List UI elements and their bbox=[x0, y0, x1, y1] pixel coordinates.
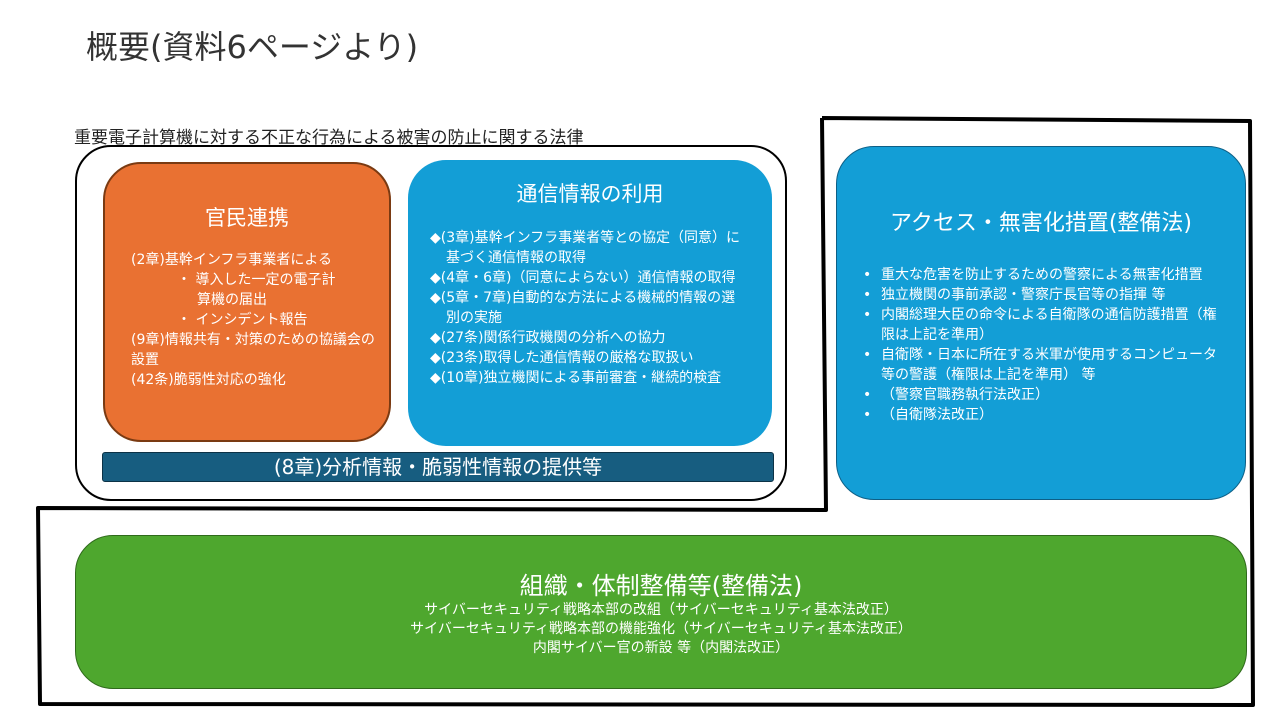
list-item: ◆(27条)関係行政機関の分析への協力 bbox=[430, 330, 666, 346]
law-title: 重要電子計算機に対する不正な行為による被害の防止に関する法律 bbox=[74, 128, 584, 148]
analysis-info-bar: (8章)分析情報・脆弱性情報の提供等 bbox=[102, 452, 774, 482]
line: (9章)情報共有・対策のための協議会の設置 bbox=[131, 332, 375, 368]
list-item: ◆(4章・6章)（同意によらない）通信情報の取得 bbox=[430, 270, 736, 286]
public-private-card: 官民連携 (2章)基幹インフラ事業者による ・ 導入した一定の電子計 算機の届出… bbox=[103, 162, 391, 442]
list-item: ◆(10章)独立機関による事前審査・継続的検査 bbox=[430, 370, 722, 386]
line: サイバーセキュリティ戦略本部の機能強化（サイバーセキュリティ基本法改正） bbox=[410, 621, 912, 637]
law-group-frame bbox=[75, 145, 787, 501]
line: サイバーセキュリティ戦略本部の改組（サイバーセキュリティ基本法改正） bbox=[424, 602, 898, 618]
line: 内閣サイバー官の新設 等（内閣法改正） bbox=[532, 640, 790, 656]
list-item: ◆(5章・7章)自動的な方法による機械的情報の選別の実施 bbox=[430, 290, 736, 326]
card-title: 官民連携 bbox=[205, 206, 289, 230]
card-title: 通信情報の利用 bbox=[516, 182, 664, 206]
line: 算機の届出 bbox=[197, 292, 267, 308]
access-card: アクセス・無害化措置(整備法) 重大な危害を防止するための警察による無害化措置 … bbox=[836, 146, 1246, 500]
card-title: 組織・体制整備等(整備法) bbox=[519, 572, 803, 600]
list-item: （自衛隊法改正） bbox=[863, 405, 1227, 425]
list-item: 内閣総理大臣の命令による自衛隊の通信防護措置（権限は上記を準用） bbox=[863, 305, 1227, 345]
line: ・ 導入した一定の電子計 bbox=[177, 272, 336, 288]
line: (42条)脆弱性対応の強化 bbox=[131, 372, 286, 388]
list-item: 独立機関の事前承認・警察庁長官等の指揮 等 bbox=[863, 285, 1227, 305]
list-item: 重大な危害を防止するための警察による無害化措置 bbox=[863, 265, 1227, 285]
list-item: （警察官職務執行法改正） bbox=[863, 385, 1227, 405]
card-title: アクセス・無害化措置(整備法) bbox=[889, 211, 1193, 236]
list-item: ◆(3章)基幹インフラ事業者等との協定（同意）に基づく通信情報の取得 bbox=[430, 230, 741, 266]
page-title: 概要(資料6ページより) bbox=[86, 28, 419, 66]
list-item: 自衛隊・日本に所在する米軍が使用するコンピュータ等の警護（権限は上記を準用） 等 bbox=[863, 345, 1227, 385]
org-card: 組織・体制整備等(整備法) サイバーセキュリティ戦略本部の改組（サイバーセキュリ… bbox=[75, 535, 1247, 689]
comm-info-card: 通信情報の利用 ◆(3章)基幹インフラ事業者等との協定（同意）に基づく通信情報の… bbox=[408, 160, 772, 446]
list-item: ◆(23条)取得した通信情報の厳格な取扱い bbox=[430, 350, 694, 366]
line: ・ インシデント報告 bbox=[177, 312, 308, 328]
line: (2章)基幹インフラ事業者による bbox=[131, 252, 332, 268]
